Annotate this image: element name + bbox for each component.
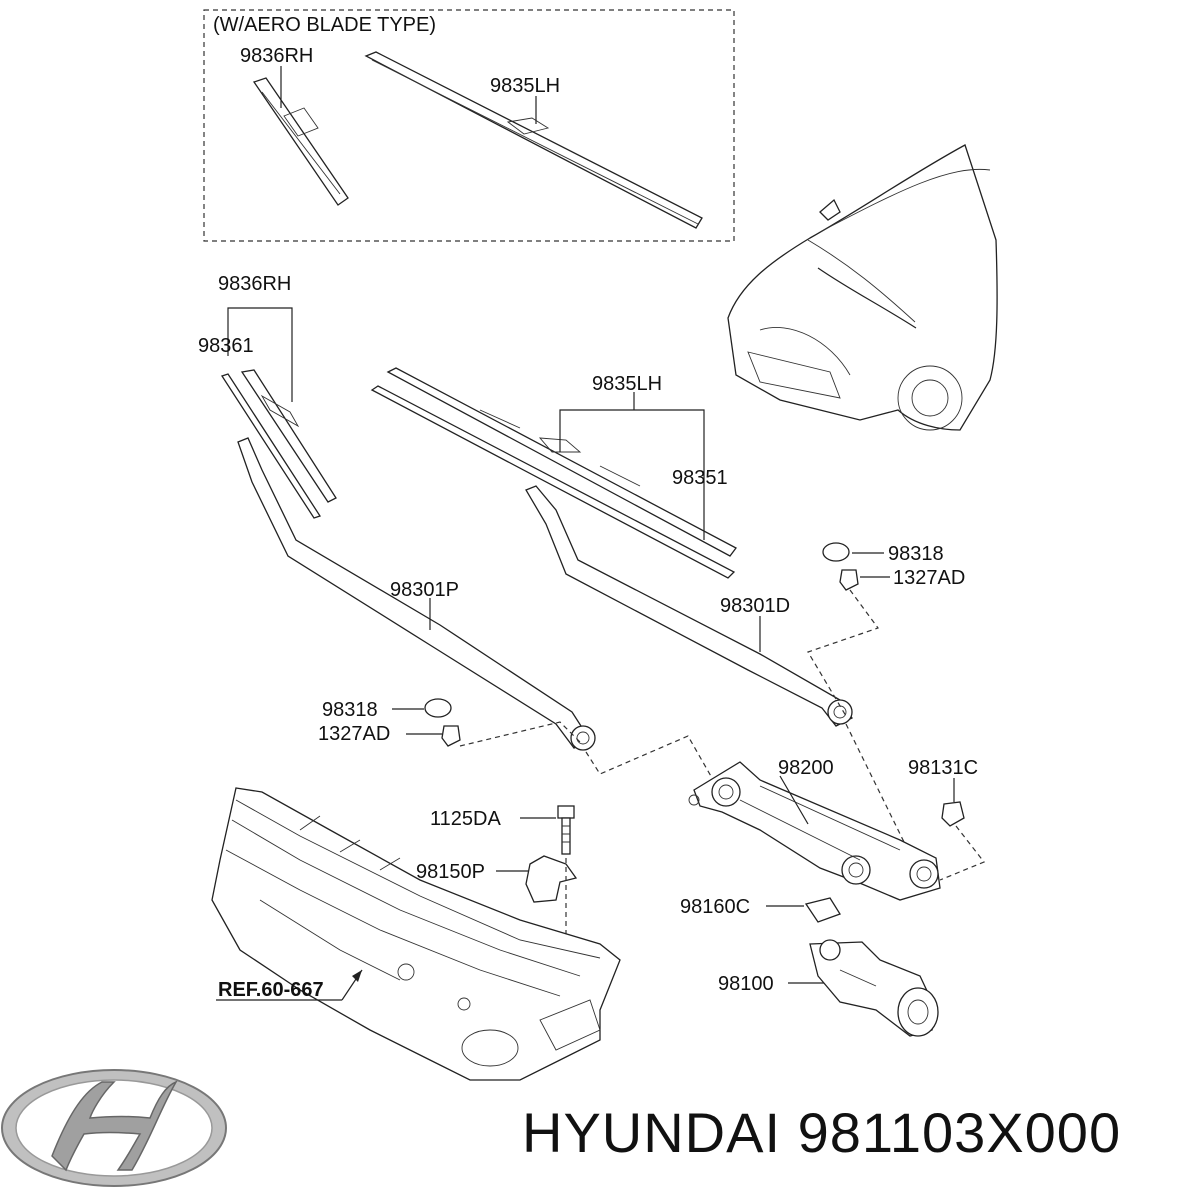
nut-98131c[interactable] [941, 801, 965, 827]
wiper-linkage-98200[interactable] [688, 761, 941, 901]
dash-98131c [939, 825, 985, 881]
leader-main-9836rh [227, 307, 293, 402]
blade-lh-group: 9835LH 98351 [370, 367, 737, 579]
cap-98318-left[interactable] [424, 698, 452, 718]
label-main-9835lh: 9835LH [592, 373, 662, 395]
hyundai-logo [1, 1069, 227, 1187]
label-1125da: 1125DA [430, 808, 501, 830]
aero-blade-rh[interactable] [252, 77, 349, 206]
label-main-9836rh: 9836RH [218, 273, 291, 295]
wiper-blade-lh[interactable] [386, 367, 737, 557]
wiper-arm-98301d[interactable] [525, 485, 853, 727]
ref-arrow-head [352, 970, 362, 982]
wiper-refill-98351[interactable] [370, 385, 736, 579]
blade-rh-group: 9836RH 98361 [198, 273, 337, 519]
label-aero-9835lh: 9835LH [490, 75, 560, 97]
label-ref: REF.60-667 [218, 979, 324, 1001]
aero-blade-lh[interactable] [364, 51, 703, 229]
dash-left-arm-linkage [585, 735, 721, 793]
label-main-98351: 98351 [672, 467, 728, 489]
car-illustration [727, 144, 998, 431]
leader-98200 [779, 775, 809, 825]
label-right-98318: 98318 [888, 543, 944, 565]
wiper-arm-98301p[interactable] [237, 437, 596, 751]
label-98160c: 98160C [680, 896, 750, 918]
label-98100: 98100 [718, 973, 774, 995]
nut-1327ad-right[interactable] [839, 569, 859, 591]
label-left-98318: 98318 [322, 699, 378, 721]
bracket-98150p[interactable] [525, 855, 578, 903]
dash-left-cap [459, 721, 581, 747]
cowl-panel [211, 787, 621, 1081]
ref-callout: REF.60-667 [216, 969, 363, 1001]
wiper-blade-rh[interactable] [240, 369, 337, 503]
leader-main-9835lh [559, 409, 705, 540]
bracket-98160c[interactable] [804, 897, 841, 923]
bolt-1125da[interactable] [557, 805, 575, 855]
dash-right-arm-linkage [845, 723, 905, 843]
label-right-1327ad: 1327AD [893, 567, 965, 589]
label-98301p: 98301P [390, 579, 459, 601]
nut-1327ad-left[interactable] [441, 725, 461, 747]
footer-brand-text: HYUNDAI 981103X000 [522, 1101, 1122, 1164]
aero-box-border [203, 9, 735, 242]
aero-blade-section: (W/AERO BLADE TYPE) 9836RH 9835LH [203, 9, 735, 242]
label-98150p: 98150P [416, 861, 485, 883]
cap-98318-right[interactable] [822, 542, 850, 562]
aero-box-title: (W/AERO BLADE TYPE) [213, 14, 436, 36]
label-98131c: 98131C [908, 757, 978, 779]
label-98200: 98200 [778, 757, 834, 779]
label-left-1327ad: 1327AD [318, 723, 390, 745]
label-aero-9836rh: 9836RH [240, 45, 313, 67]
label-main-98361: 98361 [198, 335, 254, 357]
label-98301d: 98301D [720, 595, 790, 617]
dash-right-cap [807, 589, 879, 717]
wiper-refill-98361[interactable] [220, 373, 322, 519]
wiper-motor-98100[interactable] [809, 939, 939, 1037]
